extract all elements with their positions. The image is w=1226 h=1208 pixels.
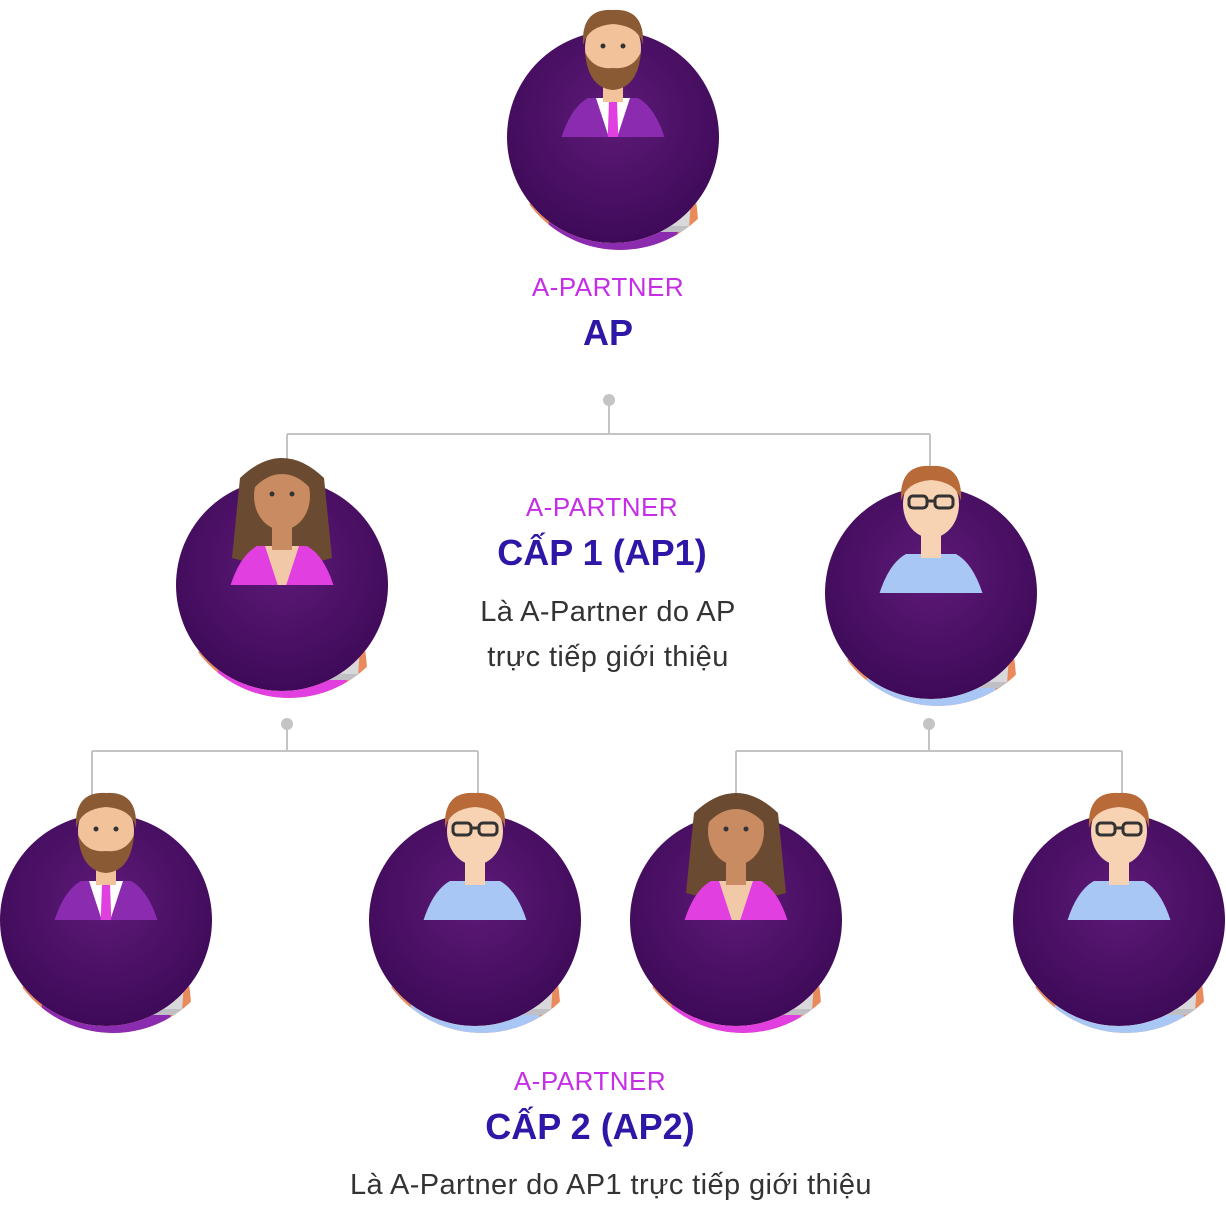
glasses-icon (907, 494, 955, 510)
head (447, 797, 503, 865)
avatar-ap2-4 (999, 783, 1226, 1043)
head (708, 797, 764, 865)
head (78, 797, 134, 865)
avatar-ap1-left (162, 448, 402, 708)
connector-dot (603, 394, 615, 406)
glasses-icon (1095, 821, 1143, 837)
hair (1088, 792, 1150, 828)
avatar-ap1-right (811, 456, 1051, 716)
head (254, 462, 310, 530)
ap1-subtitle: A-PARTNER (525, 492, 679, 522)
hair (582, 9, 644, 45)
beard (585, 52, 641, 90)
hair (75, 792, 137, 828)
ap2-subtitle: A-PARTNER (513, 1066, 667, 1096)
avatar-ap2-1 (0, 783, 226, 1043)
ap2-title: CẤP 2 (AP2) (485, 1106, 695, 1147)
glasses-icon (451, 821, 499, 837)
hair (444, 792, 506, 828)
ap1-title: CẤP 1 (AP1) (497, 532, 707, 573)
ap-title: AP (582, 312, 634, 353)
connector-dot (923, 718, 935, 730)
head (585, 14, 641, 82)
ap2-description: Là A-Partner do AP1 trực tiếp giới thiệu (350, 1169, 872, 1201)
head (903, 470, 959, 538)
head (1091, 797, 1147, 865)
beard (78, 835, 134, 873)
ap-subtitle: A-PARTNER (531, 272, 685, 302)
connector-ap1-left-to-ap2 (91, 724, 479, 800)
avatar-ap (493, 0, 733, 260)
connector-ap-to-ap1 (286, 400, 931, 470)
connector-ap1-right-to-ap2 (735, 724, 1123, 800)
ap1-description-line1: Là A-Partner do AP (480, 596, 736, 628)
hair (900, 465, 962, 501)
connector-dot (281, 718, 293, 730)
avatar-ap2-2 (355, 783, 595, 1043)
ap1-description-line2: trực tiếp giới thiệu (487, 641, 729, 673)
avatar-ap2-3 (616, 783, 856, 1043)
